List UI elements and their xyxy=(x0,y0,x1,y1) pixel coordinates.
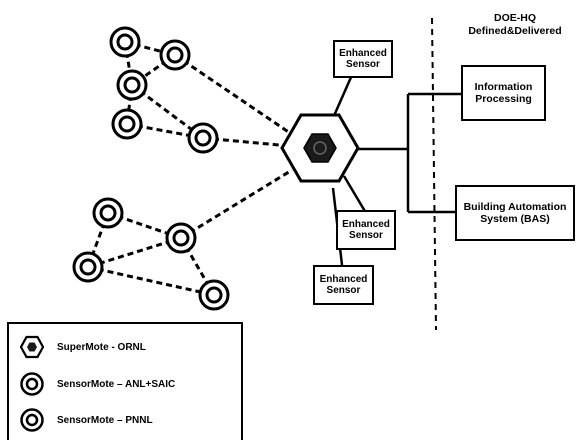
enhanced-sensor-box: Enhanced Sensor xyxy=(336,210,396,250)
information-processing-label: Information Processing xyxy=(474,80,533,105)
legend-item-label: SensorMote – ANL+SAIC xyxy=(57,378,176,390)
link xyxy=(174,53,291,135)
legend-item-sensormote-anl: SensorMote – ANL+SAIC xyxy=(19,371,175,397)
link xyxy=(87,236,182,269)
sensormote-node xyxy=(109,26,141,58)
legend-item-label: SensorMote – PNNL xyxy=(57,414,153,426)
enhanced-sensor-label: Enhanced Sensor xyxy=(342,218,390,242)
sensormote-node xyxy=(111,108,143,140)
solid-links xyxy=(331,74,462,266)
supermote-icon xyxy=(19,335,45,359)
bas-label: Building Automation System (BAS) xyxy=(463,200,567,225)
enhanced-sensor-box: Enhanced Sensor xyxy=(333,40,393,78)
legend-item-label: SuperMote - ORNL xyxy=(57,341,146,353)
doe-hq-label-line1: DOE-HQ xyxy=(494,12,536,24)
supermote-node xyxy=(280,113,360,183)
link xyxy=(342,175,368,214)
sensormote-icon xyxy=(20,408,44,432)
information-processing-box: Information Processing xyxy=(461,65,546,121)
link xyxy=(331,74,354,119)
doe-hq-label-line2: Defined&Delivered xyxy=(468,25,562,38)
bas-box: Building Automation System (BAS) xyxy=(455,185,575,241)
sensormote-node xyxy=(72,251,104,283)
link xyxy=(123,41,134,86)
sensormote-node xyxy=(116,69,148,101)
sensormote-node xyxy=(198,279,230,311)
sensormote-node xyxy=(187,122,219,154)
boundary-line xyxy=(431,17,437,331)
sensormote-icon xyxy=(20,372,44,396)
sensormote-node xyxy=(165,222,197,254)
enhanced-sensor-box: Enhanced Sensor xyxy=(313,265,374,305)
legend-item-supermote: SuperMote - ORNL xyxy=(19,334,146,360)
sensormote-node xyxy=(92,197,124,229)
legend: SuperMote - ORNL SensorMote – ANL+SAIC S… xyxy=(7,322,243,440)
enhanced-sensor-label: Enhanced Sensor xyxy=(339,47,387,71)
link xyxy=(180,168,293,240)
legend-item-sensormote-pnnl: SensorMote – PNNL xyxy=(19,407,153,433)
sensormote-node xyxy=(159,39,191,71)
enhanced-sensor-label: Enhanced Sensor xyxy=(319,273,368,297)
doe-hq-label: DOE-HQ Defined&Delivered xyxy=(448,12,582,38)
link xyxy=(87,265,215,297)
